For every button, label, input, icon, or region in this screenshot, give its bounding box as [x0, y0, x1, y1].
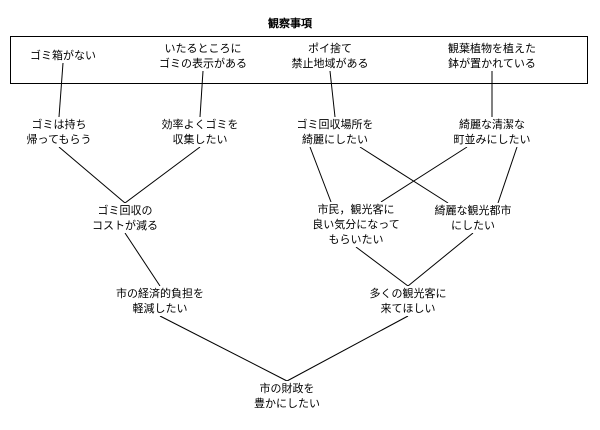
node-line: 多くの観光客に [369, 287, 447, 300]
node-line: ゴミの表示がある [159, 57, 247, 70]
node-line: 帰ってもらう [26, 133, 92, 146]
node-line: ゴミ箱がない [30, 49, 96, 62]
observations-title: 観察事項 [268, 17, 312, 30]
node-line: 効率よくゴミを [161, 118, 239, 131]
node-line: 良い気分になって [312, 218, 400, 231]
node-line: 豊かにしたい [254, 397, 320, 410]
node-clean-townscape: 綺麗な清潔な 町並みにしたい [437, 117, 547, 147]
edge-attract-tourists-to-enrich-city-finances [286, 315, 409, 382]
edge-clean-collection-site-to-pleasant-for-people [309, 146, 332, 203]
node-littering-banned-area: ポイ捨て 禁止地域がある [280, 41, 380, 71]
node-line: ゴミは持ち [31, 118, 87, 131]
observations-box [10, 36, 588, 84]
edge-take-trash-home-to-reduce-collection-cost [58, 146, 126, 204]
edge-trash-signs-everywhere-to-collect-trash-efficiently [199, 70, 204, 118]
node-reduce-city-burden: 市の経済的負担を 軽減したい [100, 286, 220, 316]
node-clean-collection-site: ゴミ回収場所を 綺麗にしたい [280, 117, 390, 147]
node-line: ゴミ回収の [97, 204, 153, 217]
node-pleasant-for-people: 市民，観光客に 良い気分になって もらいたい [296, 202, 416, 247]
node-line: いたるところに [164, 42, 242, 55]
node-line: 軽減したい [132, 302, 188, 315]
edge-pleasant-for-people-to-attract-tourists [355, 246, 409, 287]
edge-reduce-city-burden-to-enrich-city-finances [159, 315, 288, 382]
node-line: ポイ捨て [308, 42, 352, 55]
node-line: 市の財政を [259, 382, 315, 395]
node-take-trash-home: ゴミは持ち 帰ってもらう [14, 117, 104, 147]
node-trash-signs-everywhere: いたるところに ゴミの表示がある [148, 41, 258, 71]
node-attract-tourists: 多くの観光客に 来てほしい [348, 286, 468, 316]
node-line: 綺麗な清潔な [459, 118, 525, 131]
node-line: 来てほしい [380, 302, 436, 315]
node-line: 綺麗な観光都市 [434, 204, 512, 217]
node-line: 綺麗にしたい [302, 133, 368, 146]
edge-no-trash-can-to-take-trash-home [58, 62, 64, 118]
node-no-trash-can: ゴミ箱がない [13, 48, 113, 63]
node-beautiful-tourist-city: 綺麗な観光都市 にしたい [418, 203, 528, 233]
node-line: 市民，観光客に [317, 203, 395, 216]
edge-clean-townscape-to-beautiful-tourist-city [497, 146, 518, 204]
node-reduce-collection-cost: ゴミ回収の コストが減る [75, 203, 175, 233]
node-collect-trash-efficiently: 効率よくゴミを 収集したい [145, 117, 255, 147]
edge-clean-townscape-to-pleasant-for-people [380, 146, 468, 203]
node-enrich-city-finances: 市の財政を 豊かにしたい [237, 381, 337, 411]
edge-clean-collection-site-to-beautiful-tourist-city [359, 146, 449, 204]
node-line: 収集したい [172, 133, 228, 146]
node-line: コストが減る [92, 219, 158, 232]
node-line: にしたい [451, 219, 495, 232]
node-line: 鉢が置かれている [448, 57, 536, 70]
node-ornamental-plant-pots: 観葉植物を植えた 鉢が置かれている [432, 41, 552, 71]
edge-beautiful-tourist-city-to-attract-tourists [407, 232, 474, 287]
edge-littering-banned-area-to-clean-collection-site [329, 70, 336, 118]
node-line: 市の経済的負担を [116, 287, 204, 300]
edge-reduce-collection-cost-to-reduce-city-burden [124, 232, 161, 287]
node-line: もらいたい [328, 233, 384, 246]
node-line: 町並みにしたい [453, 133, 531, 146]
edge-collect-trash-efficiently-to-reduce-collection-cost [124, 146, 201, 204]
node-line: 禁止地域がある [291, 57, 369, 70]
node-line: 観葉植物を植えた [448, 42, 536, 55]
node-line: ゴミ回収場所を [296, 118, 374, 131]
